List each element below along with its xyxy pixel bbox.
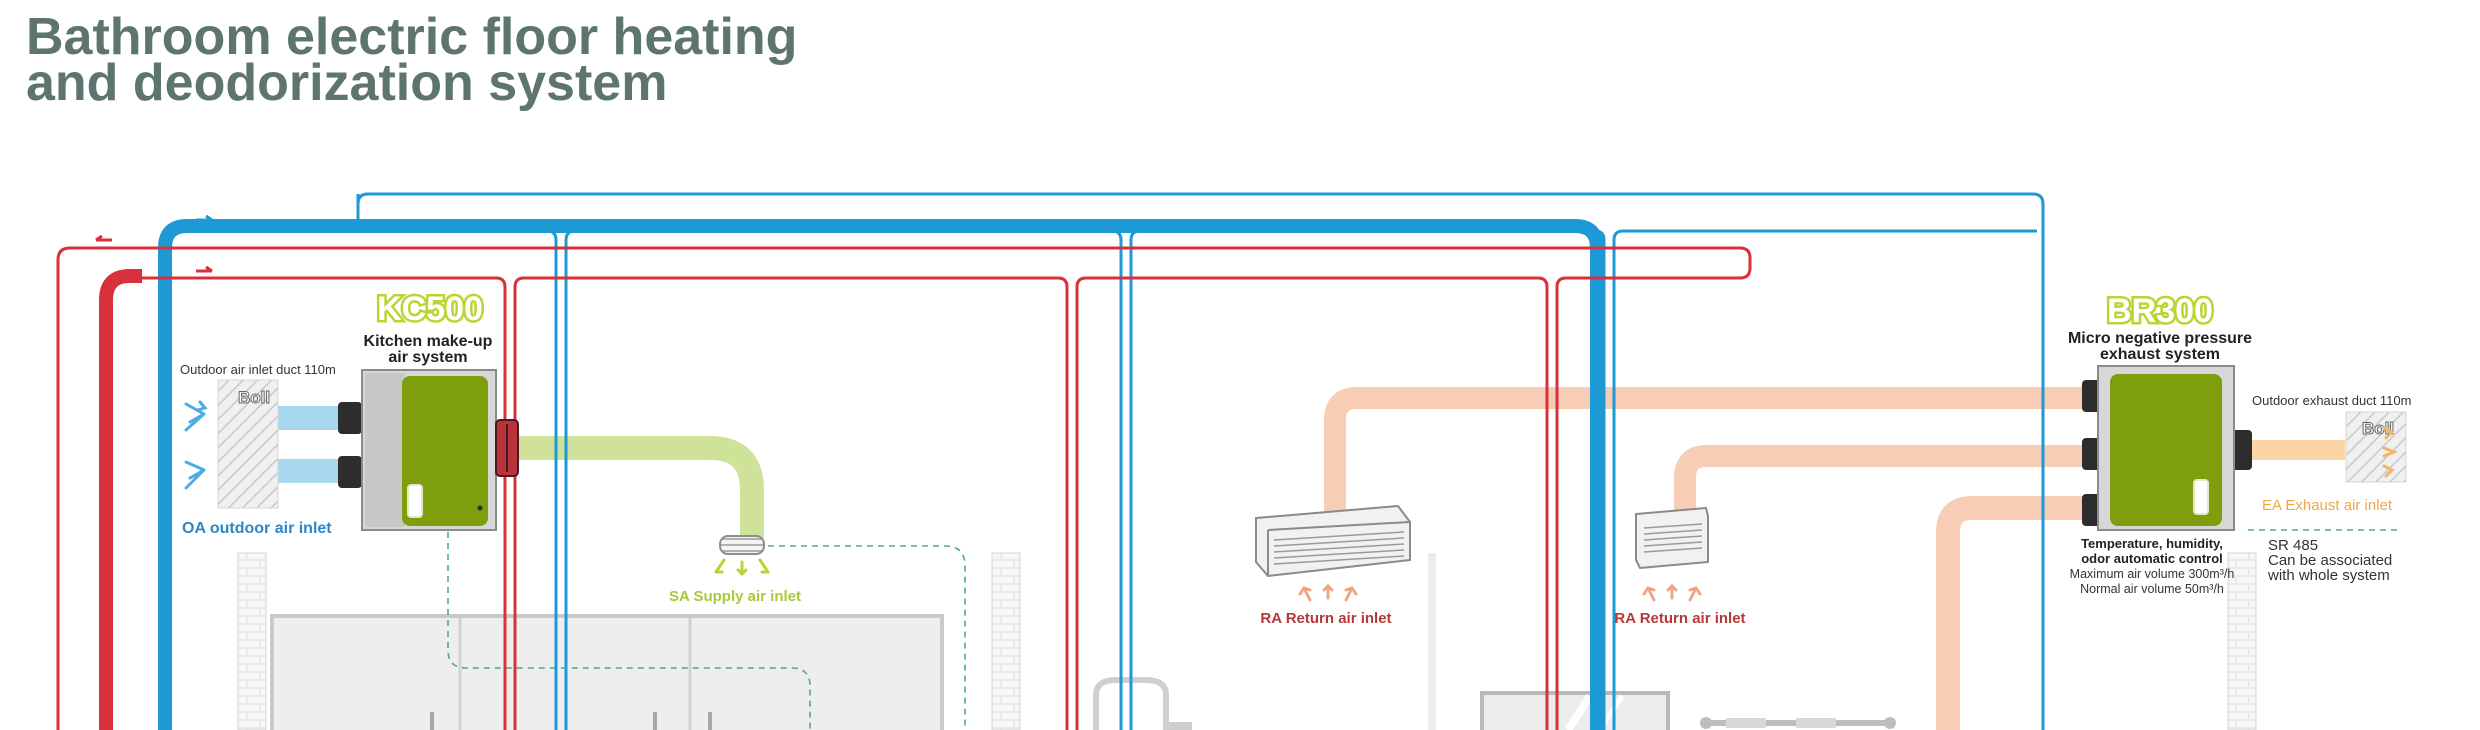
kc500-name-line-1: Kitchen make-up [364,333,493,350]
chevron-right-icon [2382,426,2399,478]
return-duct-3 [1936,496,2097,730]
red-main-riser [99,269,142,730]
kc500-control-display [407,484,423,518]
sr485-line-1: SR 485 [2268,537,2318,554]
red-return-loop [56,246,1752,730]
kitchen-cabinet [270,614,944,730]
supply-arrow-icon [714,558,770,577]
ea-exhaust-air-inlet-label: EA Exhaust air inlet [2262,497,2393,514]
title-line-2: and deodorization system [26,54,668,112]
br300-control-line-1: Temperature, humidity, [2081,536,2223,551]
wind-arrow-icon [184,400,208,490]
pipe-network [56,192,2045,730]
br300-control-line-2: odor automatic control [2081,551,2223,566]
br300-normal-volume: Normal air volume 50m³/h [2080,582,2224,596]
ra-return-air-inlet-label-2: RA Return air inlet [1614,610,1745,627]
br300-grille-logo: Boll [2362,419,2394,438]
ra-return-air-inlet-label-1: RA Return air inlet [1260,610,1391,627]
kc500-name-line-2: air system [388,349,467,366]
br300-max-volume: Maximum air volume 300m³/h [2070,567,2235,581]
kc500-unit: Boll KC500 Kitchen make-up air system Ou… [180,288,519,537]
kc500-outdoor-duct-label: Outdoor air inlet duct 110m [180,362,336,377]
kc500-grille-logo: Boll [238,388,270,407]
louver-grille-icon [1273,531,1405,565]
louver-grille-icon [719,535,765,555]
br300-unit: BR300 Micro negative pressure exhaust sy… [2068,290,2412,597]
kc500-green-panel [402,376,488,526]
arrow-up-icon [1642,583,1702,602]
br300-exhaust-duct-label: Outdoor exhaust duct 110m [2252,393,2411,408]
middle-brick-column [991,552,1021,730]
shower-pole [1428,553,1436,730]
room-scenery [237,552,2257,730]
br300-name-line-2: exhaust system [2100,346,2220,363]
exhaust-air-grille: Boll [2345,411,2407,483]
return-air-unit-2: RA Return air inlet [1614,506,1746,627]
br300-control-display [2193,479,2209,515]
sr485-line-3: with whole system [2267,567,2390,584]
page-title: Bathroom electric floor heating and deod… [26,8,798,112]
arrow-up-icon [1298,583,1358,602]
return-duct-2 [1674,445,2096,523]
supply-air-diffuser: SA Supply air inlet [669,535,801,605]
control-wiring [447,529,2400,730]
left-brick-column [237,552,267,730]
br300-model-badge: BR300 [2107,292,2213,330]
louver-grille-icon [1643,523,1703,553]
supply-duct [518,436,764,538]
right-brick-column [2227,552,2257,730]
return-air-ducts [1324,387,2097,730]
sr485-line-2: Can be associated [2268,552,2392,569]
br300-name-line-1: Micro negative pressure [2068,330,2252,347]
return-duct-1 [1324,387,2096,523]
oa-outdoor-air-inlet-label: OA outdoor air inlet [182,520,332,537]
return-air-unit-1: RA Return air inlet [1255,504,1411,627]
blue-main-riser [158,219,1604,730]
title-line-1: Bathroom electric floor heating [26,8,798,66]
kc500-model-badge: KC500 [377,290,483,328]
sa-supply-air-inlet-label: SA Supply air inlet [669,588,801,605]
outdoor-air-grille: Boll [217,379,279,509]
